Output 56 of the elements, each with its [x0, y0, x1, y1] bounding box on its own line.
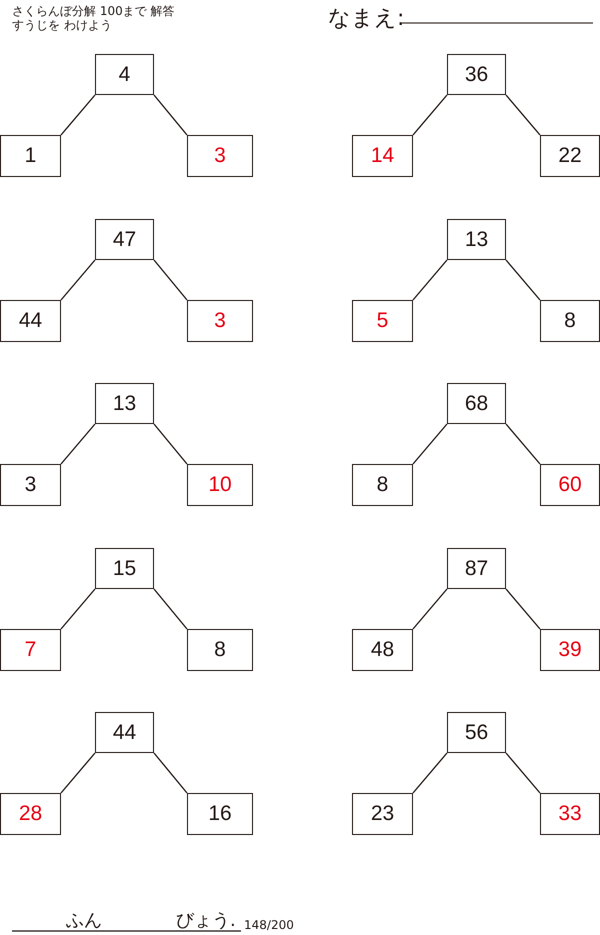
number-box: 33 — [540, 793, 600, 835]
connector-line — [60, 424, 96, 464]
connector-line — [60, 94, 96, 136]
number-box: 15 — [95, 548, 154, 589]
number-box: 87 — [447, 548, 506, 589]
number-box: 56 — [447, 712, 506, 753]
connector-line — [154, 424, 188, 464]
number-box: 48 — [352, 629, 413, 671]
number-box: 44 — [0, 300, 61, 342]
minutes-label: ふん — [66, 909, 102, 932]
connector-line — [412, 260, 448, 300]
connector-line — [154, 588, 188, 630]
number-box: 3 — [187, 135, 253, 177]
number-box: 39 — [540, 629, 600, 671]
connector-line — [506, 94, 540, 136]
number-box: 44 — [95, 712, 154, 753]
number-box: 23 — [352, 793, 413, 835]
number-box: 14 — [352, 135, 413, 177]
number-box: 5 — [352, 300, 413, 342]
number-box: 10 — [187, 464, 253, 506]
number-box: 3 — [0, 464, 61, 506]
connector-line — [60, 588, 96, 630]
number-box: 8 — [187, 629, 253, 671]
connector-line — [60, 260, 96, 300]
connector-line — [506, 260, 540, 300]
name-label: なまえ: — [328, 5, 404, 33]
number-box: 16 — [187, 793, 253, 835]
number-box: 8 — [352, 464, 413, 506]
number-box: 36 — [447, 54, 506, 95]
number-box: 1 — [0, 135, 61, 177]
connector-line — [412, 588, 448, 630]
connector-line — [412, 752, 448, 794]
number-box: 28 — [0, 793, 61, 835]
worksheet-title: さくらんぼ分解 100まで 解答 — [12, 3, 175, 20]
connector-line — [154, 260, 188, 300]
number-box: 13 — [95, 383, 154, 424]
connector-line — [506, 424, 540, 464]
number-box: 4 — [95, 54, 154, 95]
connector-line — [154, 94, 188, 136]
number-box: 22 — [540, 135, 600, 177]
instruction-text: すうじを わけよう — [12, 17, 112, 34]
number-box: 47 — [95, 219, 154, 260]
connector-line — [506, 588, 540, 630]
connector-line — [412, 94, 448, 136]
page-number: 148/200 — [244, 918, 294, 932]
connector-line — [412, 424, 448, 464]
number-box: 3 — [187, 300, 253, 342]
number-box: 7 — [0, 629, 61, 671]
connector-line — [506, 752, 540, 794]
number-box: 68 — [447, 383, 506, 424]
number-box: 8 — [540, 300, 600, 342]
number-box: 60 — [540, 464, 600, 506]
connector-line — [60, 752, 96, 794]
connector-line — [154, 752, 188, 794]
number-box: 13 — [447, 219, 506, 260]
seconds-label: びょう. — [176, 909, 236, 932]
